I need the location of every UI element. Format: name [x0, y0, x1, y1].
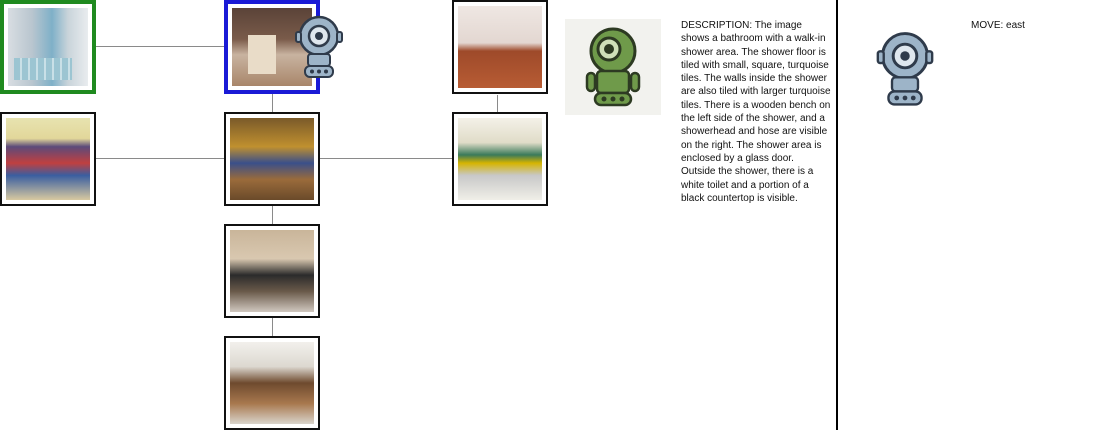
graph-node-corridor[interactable] [452, 112, 548, 206]
graph-node-office[interactable] [224, 224, 320, 318]
robot-icon [295, 15, 343, 78]
graph-edge [497, 95, 498, 112]
scene-image [458, 118, 542, 200]
move-label: MOVE: east [971, 20, 1025, 31]
scene-image [6, 118, 90, 200]
graph-edge [94, 158, 224, 159]
graph-node-reception[interactable] [224, 336, 320, 430]
scene-image [458, 6, 542, 88]
graph-edge [272, 318, 273, 336]
scene-image [230, 118, 314, 200]
graph-node-attic[interactable] [452, 0, 548, 94]
robot-icon [876, 32, 934, 106]
robot-green-icon [585, 27, 641, 107]
scene-description: DESCRIPTION: The image shows a bathroom … [681, 20, 831, 204]
graph-edge [94, 46, 224, 47]
scene-image [230, 342, 314, 424]
graph-edge [272, 94, 273, 112]
graph-node-coats[interactable] [0, 112, 96, 206]
graph-node-lobby[interactable] [224, 112, 320, 206]
robot-image [565, 19, 661, 115]
graph-edge [320, 158, 452, 159]
panel-divider [836, 0, 838, 430]
graph-node-shower[interactable] [0, 0, 96, 94]
graph-edge [272, 206, 273, 224]
scene-image [230, 230, 314, 312]
scene-image [8, 8, 88, 86]
scene-image [232, 8, 312, 86]
